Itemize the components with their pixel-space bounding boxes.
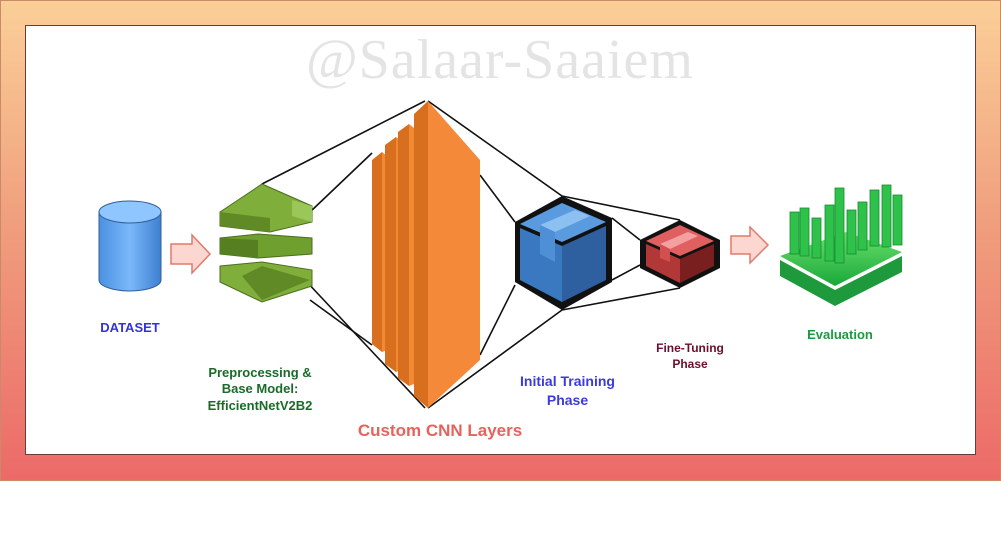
initial-training-label: Initial Training Phase xyxy=(500,372,635,410)
dataset-label: DATASET xyxy=(100,320,160,335)
evaluation-chart-icon xyxy=(780,184,903,306)
preprocessing-label-line3: EfficientNetV2B2 xyxy=(207,397,313,413)
arrow-right-icon xyxy=(730,225,770,265)
cnn-layers-icon xyxy=(372,101,480,408)
database-icon xyxy=(98,200,162,292)
initial-training-label-line2: Phase xyxy=(546,391,589,408)
custom-cnn-label: Custom CNN Layers xyxy=(357,421,523,440)
fine-tuning-label-line2: Phase xyxy=(672,357,708,372)
preprocessing-label-line1: Preprocessing & xyxy=(208,365,312,380)
arrow-right-icon xyxy=(170,233,212,275)
preprocessing-label-line2: Base Model: xyxy=(221,381,299,397)
connector-lines xyxy=(261,100,681,409)
training-cube-icon xyxy=(515,196,612,310)
finetune-cube-icon xyxy=(640,220,720,288)
base-model-icon xyxy=(219,183,313,303)
initial-training-label-line1: Initial Training xyxy=(520,373,615,389)
fine-tuning-label: Fine-Tuning Phase xyxy=(635,340,745,372)
evaluation-label: Evaluation xyxy=(807,327,873,342)
fine-tuning-label-line1: Fine-Tuning xyxy=(656,341,724,355)
preprocessing-label: Preprocessing & Base Model: EfficientNet… xyxy=(190,365,330,414)
watermark: @Salaar-Saaiem xyxy=(306,29,694,91)
